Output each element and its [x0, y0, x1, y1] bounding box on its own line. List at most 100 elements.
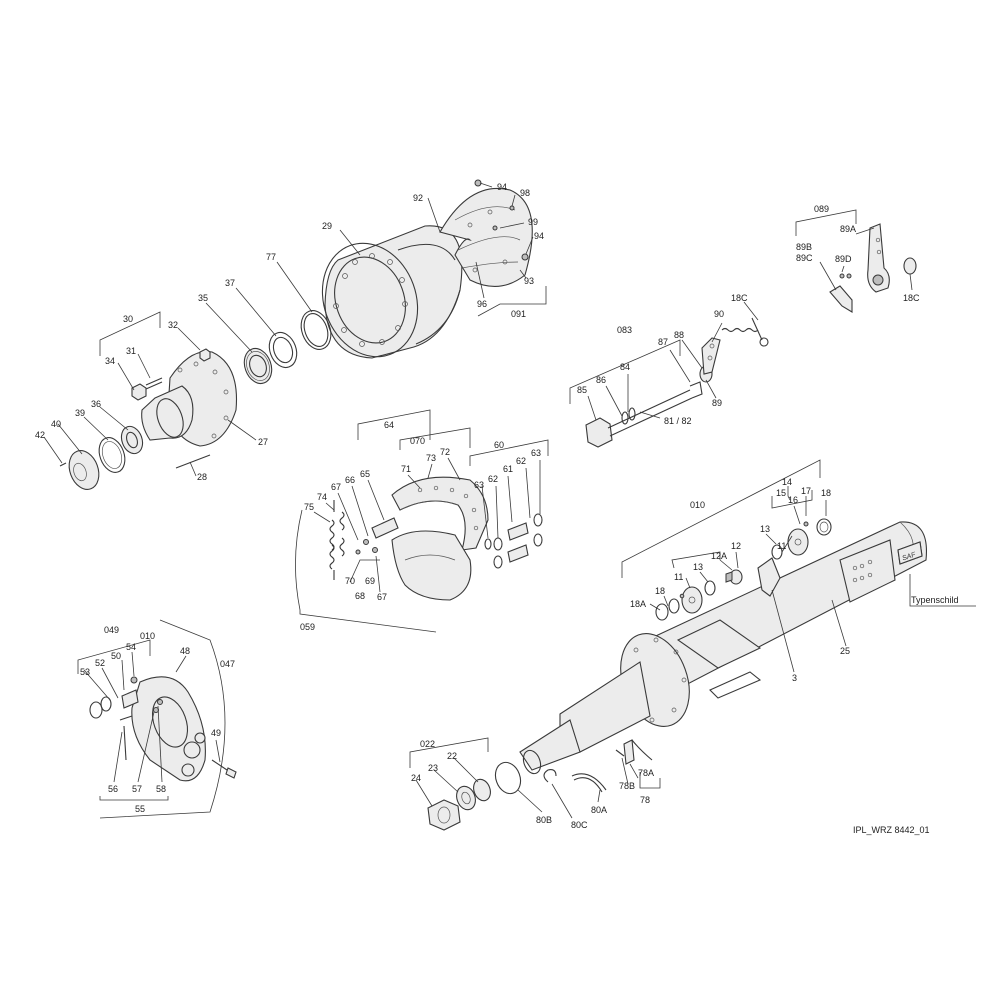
spring-75: [329, 511, 345, 570]
label-18A: 18A: [630, 599, 646, 609]
label-18C-mid: 18C: [731, 293, 748, 303]
nameplate-label: Typenschild: [911, 595, 959, 605]
bushing-18-right: [816, 518, 832, 536]
ring-52: [100, 696, 112, 712]
label-89C: 89C: [796, 253, 813, 263]
label-3: 3: [792, 673, 797, 683]
label-29: 29: [322, 221, 332, 231]
spring-90b: [721, 327, 759, 333]
label-78A: 78A: [638, 768, 654, 778]
label-74: 74: [317, 492, 327, 502]
label-37: 37: [225, 278, 235, 288]
screw-42: [59, 462, 67, 467]
label-92: 92: [413, 193, 423, 203]
label-89D: 89D: [835, 254, 852, 264]
label-69: 69: [365, 576, 375, 586]
nut-32: [199, 348, 211, 362]
label-71: 71: [401, 464, 411, 474]
label-11b: 11: [674, 572, 683, 582]
bolt-49: [211, 759, 237, 779]
label-25: 25: [840, 646, 850, 656]
label-63: 63: [531, 448, 541, 458]
label-77: 77: [266, 252, 276, 262]
small-screws-14: [679, 521, 809, 599]
nut-54: [130, 676, 138, 684]
label-55: 55: [135, 804, 145, 814]
bracket-48: [131, 676, 206, 782]
label-93: 93: [524, 276, 534, 286]
label-52: 52: [95, 658, 105, 668]
label-63b: 63: [474, 480, 484, 490]
label-083: 083: [617, 325, 632, 335]
label-50: 50: [111, 651, 121, 661]
label-87: 87: [658, 337, 668, 347]
label-67b: 67: [377, 592, 387, 602]
ring-53: [89, 701, 103, 719]
wheel-nut-34: [131, 383, 147, 401]
seal-ring-77: [300, 310, 332, 350]
label-14: 14: [782, 477, 792, 487]
label-80C: 80C: [571, 820, 588, 830]
label-12A: 12A: [711, 551, 727, 561]
label-70: 70: [345, 576, 355, 586]
label-78: 78: [640, 795, 650, 805]
label-85: 85: [577, 385, 587, 395]
label-27: 27: [258, 437, 268, 447]
label-13b: 13: [693, 562, 703, 572]
label-57: 57: [132, 784, 142, 794]
label-94: 94: [497, 182, 507, 192]
label-28: 28: [197, 472, 207, 482]
label-54: 54: [126, 642, 136, 652]
wheel-hub-27: [141, 350, 238, 447]
part-labels: 94 98 92 99 94 29 93 96 091 77 37 35 30 …: [35, 182, 959, 835]
bearing-35: [243, 347, 273, 385]
label-022: 022: [420, 739, 435, 749]
label-35: 35: [198, 293, 208, 303]
label-64: 64: [384, 420, 394, 430]
hub-cap-40: [68, 450, 100, 490]
washer-23: [456, 785, 476, 811]
label-80B: 80B: [536, 815, 552, 825]
pin-28: [175, 454, 211, 469]
label-36: 36: [91, 399, 101, 409]
label-15: 15: [776, 488, 786, 498]
seal-37: [268, 331, 298, 369]
cover-11-right: [787, 528, 809, 556]
bracket-89C: [829, 285, 853, 313]
label-059: 059: [300, 622, 315, 632]
label-16: 16: [788, 495, 798, 505]
label-89A: 89A: [840, 224, 856, 234]
washer-18C-far: [903, 257, 917, 275]
label-091: 091: [511, 309, 526, 319]
label-58: 58: [156, 784, 166, 794]
label-13: 13: [760, 524, 770, 534]
label-61: 61: [503, 464, 513, 474]
label-42: 42: [35, 430, 45, 440]
screws-89D: [839, 273, 852, 279]
brake-shoe-lower: [391, 530, 472, 601]
label-86: 86: [596, 375, 606, 385]
label-32: 32: [168, 320, 178, 330]
label-010-axle: 010: [690, 500, 705, 510]
bushings-60: [484, 513, 543, 569]
label-94b: 94: [534, 231, 544, 241]
bearing-cover-11: [681, 586, 703, 614]
dust-shield: [439, 179, 533, 287]
label-67: 67: [331, 482, 341, 492]
label-010-bracket: 010: [140, 631, 155, 641]
label-73: 73: [426, 453, 436, 463]
label-31: 31: [126, 346, 136, 356]
brake-shoe-upper: [391, 476, 489, 551]
adjuster-90: [701, 337, 721, 375]
parts-78: [615, 739, 653, 765]
clips-67: [355, 539, 378, 555]
screws-57-58: [153, 699, 163, 713]
label-047: 047: [220, 659, 235, 669]
bushing-18A: [655, 598, 680, 621]
label-99: 99: [528, 217, 538, 227]
grease-nipple-12: [725, 569, 743, 585]
label-12: 12: [731, 541, 741, 551]
label-49: 49: [211, 728, 221, 738]
